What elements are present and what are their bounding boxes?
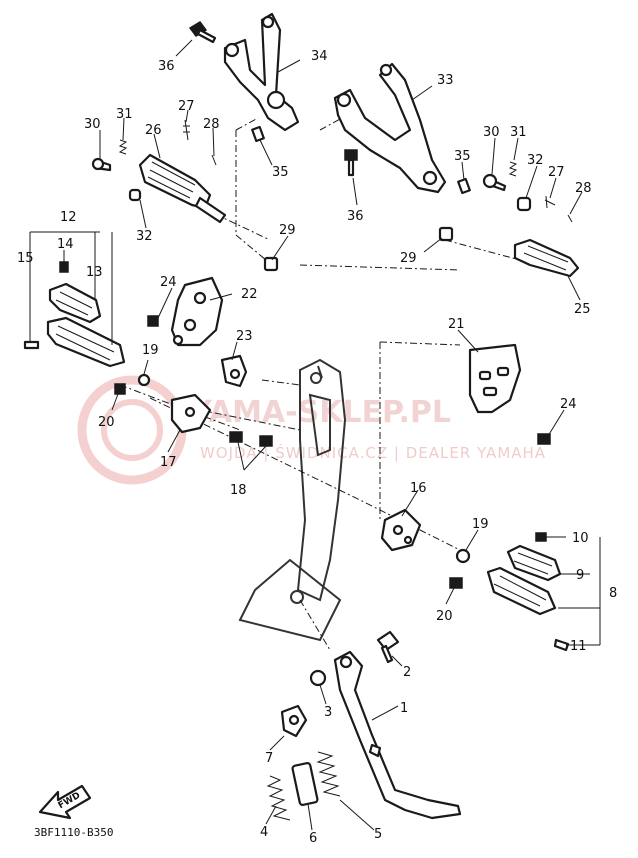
callout-14: 14 (57, 237, 74, 252)
callout-28b: 28 (575, 181, 592, 196)
callout-5: 5 (374, 827, 382, 842)
callout-24b: 24 (560, 397, 577, 412)
part-34-rear-footrest-bracket-left (223, 12, 300, 132)
callout-36b: 36 (347, 209, 364, 224)
part-3-collar (309, 669, 327, 687)
callout-25: 25 (574, 302, 591, 317)
callout-22: 22 (241, 287, 258, 302)
callout-16: 16 (410, 481, 427, 496)
callout-30b: 30 (483, 125, 500, 140)
callout-30a: 30 (84, 117, 101, 132)
callout-3: 3 (324, 705, 332, 720)
callout-27a: 27 (178, 99, 195, 114)
part-33-rear-footrest-bracket-right (333, 62, 447, 194)
callout-35b: 35 (454, 149, 471, 164)
callout-27b: 27 (548, 165, 565, 180)
callout-23: 23 (236, 329, 253, 344)
part-7-plate (280, 704, 308, 738)
part-9-front-footrest-right (486, 544, 562, 616)
part-21-plate (468, 343, 522, 414)
callout-19b: 19 (472, 517, 489, 532)
fwd-arrow-icon: FWD (38, 784, 92, 820)
frame-outline (238, 358, 347, 642)
part-6-tube (291, 762, 319, 806)
part-4-spring (266, 775, 291, 821)
part-26-rear-footrest-left (138, 153, 227, 224)
callout-35a: 35 (272, 165, 289, 180)
callout-34: 34 (311, 49, 328, 64)
part-17-bracket (170, 393, 212, 434)
callout-8: 8 (609, 586, 617, 601)
callout-32b: 32 (527, 153, 544, 168)
part-2-bolt (376, 630, 400, 664)
callout-17: 17 (160, 455, 177, 470)
callout-15: 15 (17, 251, 34, 266)
callout-26: 26 (145, 123, 162, 138)
callout-32a: 32 (136, 229, 153, 244)
part-5-spring (316, 751, 341, 797)
callout-6: 6 (309, 831, 317, 846)
callout-36a: 36 (158, 59, 175, 74)
callout-7: 7 (265, 751, 273, 766)
callout-20b: 20 (436, 609, 453, 624)
callout-19a: 19 (142, 343, 159, 358)
part-16-bracket (380, 508, 422, 552)
callout-9: 9 (576, 568, 584, 583)
callout-1: 1 (400, 701, 408, 716)
callout-10: 10 (572, 531, 589, 546)
diagram-code: 3BF1110-B350 (34, 826, 113, 839)
callout-labels: 1 2 3 4 5 6 7 8 9 10 11 12 13 14 15 16 1… (17, 49, 617, 846)
callout-28a: 28 (203, 117, 220, 132)
callout-31a: 31 (116, 107, 133, 122)
watermark-subtitle: WOJDA | ŚWIDNICA.CZ | DEALER YAMAHA (200, 443, 546, 462)
callout-33: 33 (437, 73, 454, 88)
callout-12: 12 (60, 210, 77, 225)
callout-11: 11 (570, 639, 587, 654)
callout-2: 2 (403, 665, 411, 680)
callout-20a: 20 (98, 415, 115, 430)
callout-4: 4 (260, 825, 268, 840)
hardware-small (23, 21, 573, 652)
part-13-front-footrest-left (46, 282, 126, 368)
watermark: YAMA-SKLEP.PL WOJDA | ŚWIDNICA.CZ | DEAL… (77, 375, 546, 485)
callout-24a: 24 (160, 275, 177, 290)
callout-18: 18 (230, 483, 247, 498)
part-1-sidestand (333, 650, 462, 820)
leader-lines (29, 39, 601, 831)
part-25-rear-footrest-right (513, 238, 580, 278)
callout-31b: 31 (510, 125, 527, 140)
callout-29b: 29 (400, 251, 417, 266)
callout-21: 21 (448, 317, 465, 332)
watermark-title: YAMA-SKLEP.PL (189, 395, 451, 430)
callout-13: 13 (86, 265, 103, 280)
part-23-bracket (220, 354, 248, 388)
callout-29a: 29 (279, 223, 296, 238)
part-22-plate (170, 276, 224, 347)
